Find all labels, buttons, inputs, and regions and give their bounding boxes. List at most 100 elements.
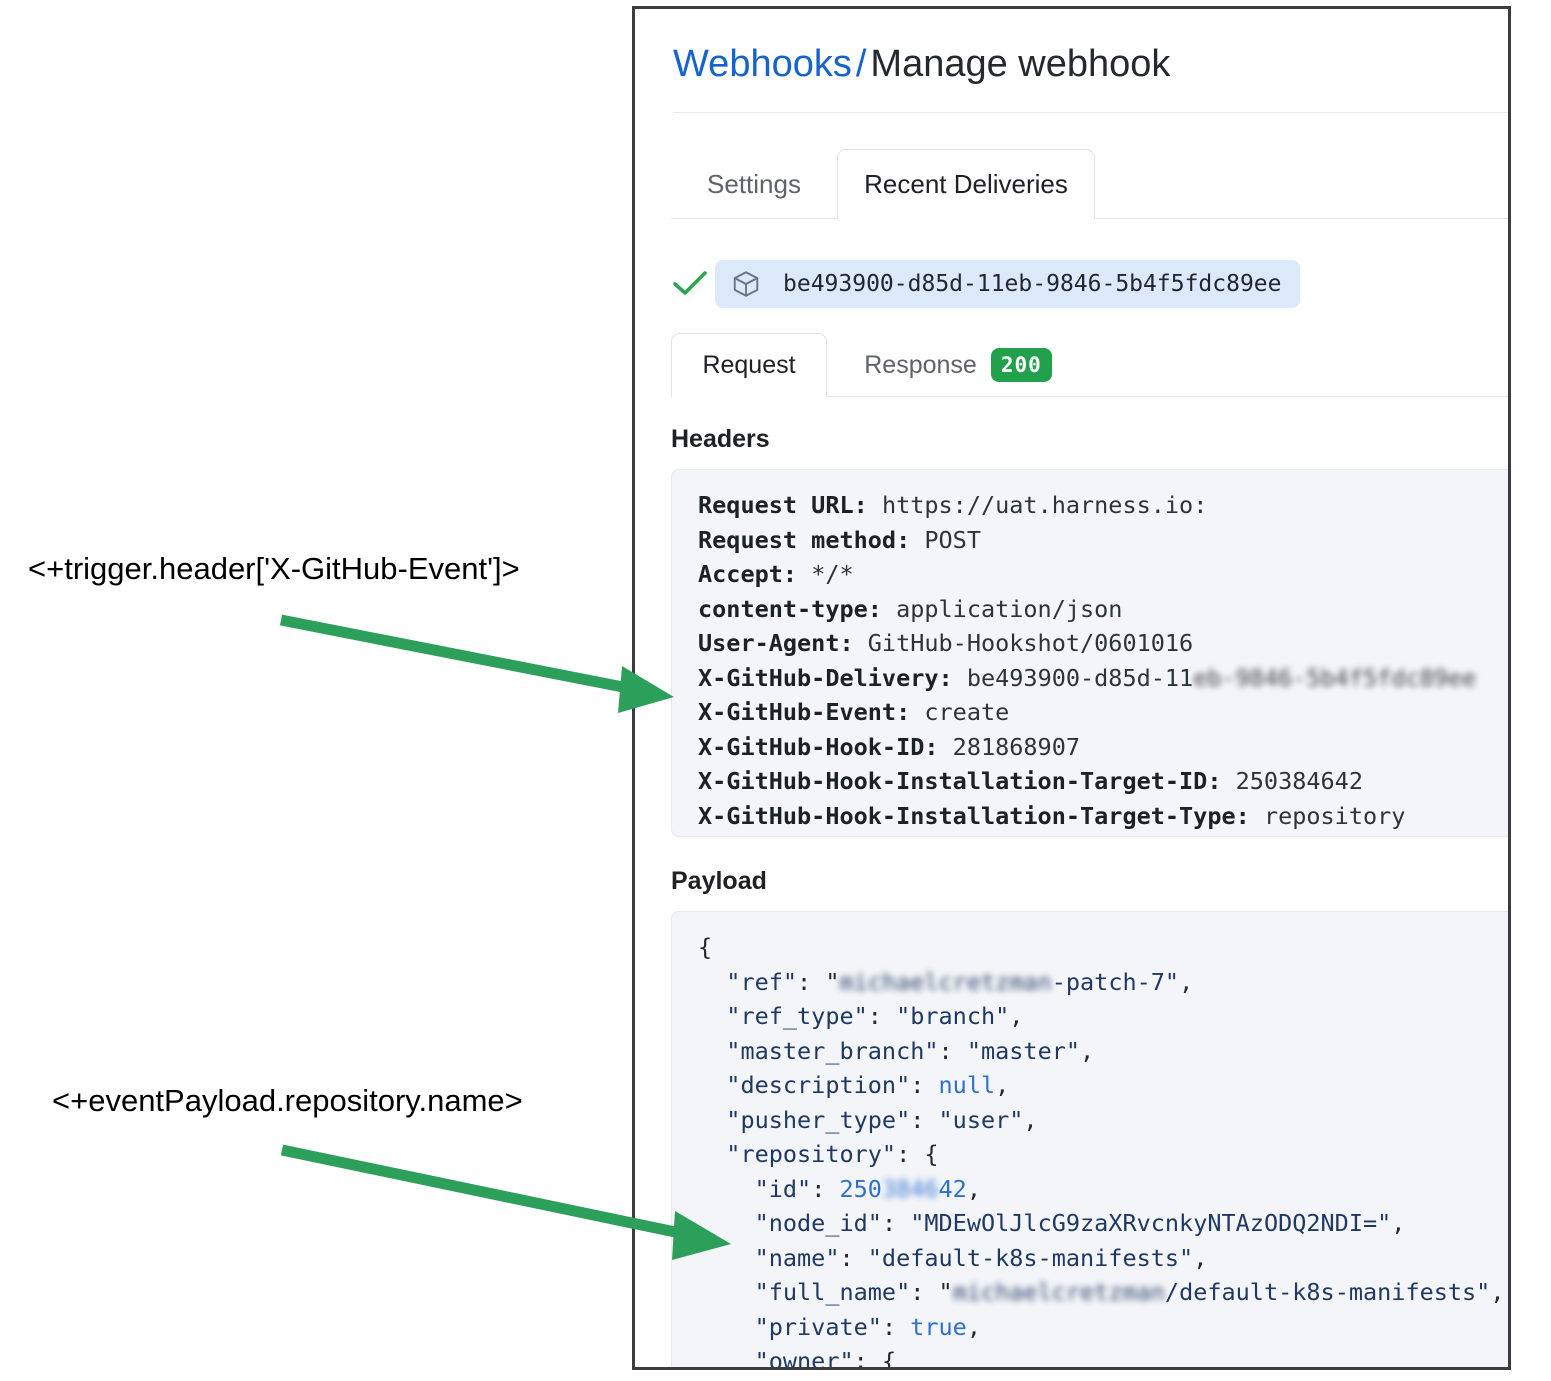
json-comma: , xyxy=(1193,1243,1208,1272)
header-value: */* xyxy=(811,560,854,588)
json-colon: : " xyxy=(797,967,840,996)
page-title: Manage webhook xyxy=(870,43,1171,85)
header-row: X-GitHub-Hook-ID: 281868907 xyxy=(698,730,1508,765)
delivery-row[interactable]: be493900-d85d-11eb-9846-5b4f5fdc89ee xyxy=(673,257,1300,311)
header-value-redacted: eb-9846-5b4f5fdc89ee xyxy=(1193,663,1477,692)
header-key: X-GitHub-Hook-ID: xyxy=(698,732,953,761)
header-row: content-type: application/json xyxy=(698,592,1508,627)
json-comma: , xyxy=(966,1312,981,1341)
payload-line: "node_id": "MDEwOlJlcG9zaXRvcnkyNTAzODQ2… xyxy=(698,1206,1508,1241)
delivery-id-pill[interactable]: be493900-d85d-11eb-9846-5b4f5fdc89ee xyxy=(715,260,1300,308)
json-comma: , xyxy=(1179,967,1194,996)
payload-line: "private": true, xyxy=(698,1310,1508,1345)
manage-webhook-panel: Webhooks/Manage webhook Settings Recent … xyxy=(632,6,1511,1370)
header-value: 250384642 xyxy=(1235,767,1363,795)
json-comma: , xyxy=(1023,1105,1038,1134)
json-colon: : xyxy=(839,1243,868,1272)
json-comma: , xyxy=(1080,1036,1095,1065)
json-value-redacted: michaelcretzman xyxy=(839,967,1052,996)
header-key: X-GitHub-Event: xyxy=(698,698,925,726)
json-comma: , xyxy=(966,1174,981,1203)
payload-line: "full_name": "michaelcretzman/default-k8… xyxy=(698,1275,1508,1310)
json-value-redacted: 3846 xyxy=(881,1174,939,1203)
json-key: "master_branch" xyxy=(726,1036,939,1065)
inner-tabstrip-baseline xyxy=(671,396,1508,397)
json-indent xyxy=(698,1037,726,1065)
header-key: content-type: xyxy=(698,594,897,623)
tab-recent-deliveries[interactable]: Recent Deliveries xyxy=(837,149,1095,219)
json-brace: { xyxy=(698,933,713,961)
payload-line: "description": null, xyxy=(698,1068,1508,1103)
header-value: create xyxy=(924,698,1010,726)
json-colon: : xyxy=(881,1209,911,1237)
json-comma: , xyxy=(1009,1002,1024,1030)
json-key: "name" xyxy=(754,1243,840,1272)
cube-icon xyxy=(733,271,759,297)
json-comma: , xyxy=(1391,1209,1406,1237)
json-value-tail: 42 xyxy=(938,1174,967,1203)
payload-line: "owner": { xyxy=(698,1344,1508,1370)
json-indent xyxy=(698,968,726,996)
payload-section-label: Payload xyxy=(671,867,767,895)
json-value: null xyxy=(938,1071,996,1099)
header-row: Accept: */* xyxy=(698,557,1508,592)
header-row: Request URL: https://uat.harness.io: xyxy=(698,488,1508,523)
header-key: Request method: xyxy=(698,525,925,554)
json-value-redacted: michaelcretzman xyxy=(952,1278,1165,1306)
tab-settings[interactable]: Settings xyxy=(707,168,801,199)
json-value: 250 xyxy=(839,1174,882,1203)
header-row: Request method: POST xyxy=(698,523,1508,558)
json-value: "master" xyxy=(966,1036,1081,1065)
header-key: Accept: xyxy=(698,560,812,588)
json-key: "repository" xyxy=(726,1140,897,1168)
json-colon: : xyxy=(896,1140,925,1168)
payload-line: "master_branch": "master", xyxy=(698,1034,1508,1069)
delivery-guid: be493900-d85d-11eb-9846-5b4f5fdc89ee xyxy=(783,271,1282,297)
json-key: "owner" xyxy=(754,1347,854,1370)
tab-response[interactable]: Response 200 xyxy=(827,333,1089,397)
header-key: X-GitHub-Hook-Installation-Target-Type: xyxy=(698,801,1264,830)
title-divider xyxy=(673,112,1508,113)
json-key: "ref" xyxy=(726,967,798,996)
header-value: POST xyxy=(924,525,981,554)
json-value: "default-k8s-manifests" xyxy=(867,1243,1194,1272)
payload-line: "ref_type": "branch", xyxy=(698,999,1508,1034)
json-indent xyxy=(698,1140,726,1168)
json-value: "user" xyxy=(938,1105,1024,1134)
json-value: "branch" xyxy=(896,1002,1010,1030)
breadcrumb: Webhooks/Manage webhook xyxy=(673,41,1170,87)
json-key: "pusher_type" xyxy=(726,1105,911,1134)
json-value: { xyxy=(881,1347,897,1370)
header-value: repository xyxy=(1263,801,1406,830)
header-row: X-GitHub-Hook-Installation-Target-Type: … xyxy=(698,799,1508,834)
json-value: /default-k8s-manifests" xyxy=(1164,1278,1491,1306)
breadcrumb-link-webhooks[interactable]: Webhooks xyxy=(673,43,852,85)
json-indent xyxy=(698,1313,755,1341)
json-indent xyxy=(698,1278,755,1306)
tab-request[interactable]: Request xyxy=(671,333,827,397)
panel-content: Webhooks/Manage webhook Settings Recent … xyxy=(635,9,1508,1370)
json-value: { xyxy=(924,1140,939,1168)
json-colon: : xyxy=(867,1002,897,1030)
json-colon: : xyxy=(910,1071,939,1099)
header-key: X-GitHub-Hook-Installation-Target-ID: xyxy=(698,767,1236,795)
payload-line: "pusher_type": "user", xyxy=(698,1103,1508,1138)
header-value: be493900-d85d-11 xyxy=(966,663,1194,692)
request-headers-box: Request URL: https://uat.harness.io:Requ… xyxy=(671,469,1508,837)
header-key: X-GitHub-Delivery: xyxy=(698,663,967,692)
json-colon: : " xyxy=(910,1278,953,1306)
payload-line: "name": "default-k8s-manifests", xyxy=(698,1241,1508,1276)
json-value: -patch-7" xyxy=(1051,967,1180,996)
header-row: X-GitHub-Delivery: be493900-d85d-11eb-98… xyxy=(698,661,1508,696)
json-key: "ref_type" xyxy=(726,1002,868,1030)
json-indent xyxy=(698,1347,755,1367)
json-indent xyxy=(698,1175,755,1203)
json-key: "id" xyxy=(754,1174,812,1203)
payload-line: "repository": { xyxy=(698,1137,1508,1172)
json-key: "full_name" xyxy=(754,1278,911,1306)
tab-response-label: Response xyxy=(864,350,977,379)
status-badge: 200 xyxy=(990,348,1052,382)
header-value: https://uat.harness.io: xyxy=(881,491,1208,519)
json-colon: : xyxy=(881,1312,911,1341)
header-value: application/json xyxy=(896,594,1123,623)
